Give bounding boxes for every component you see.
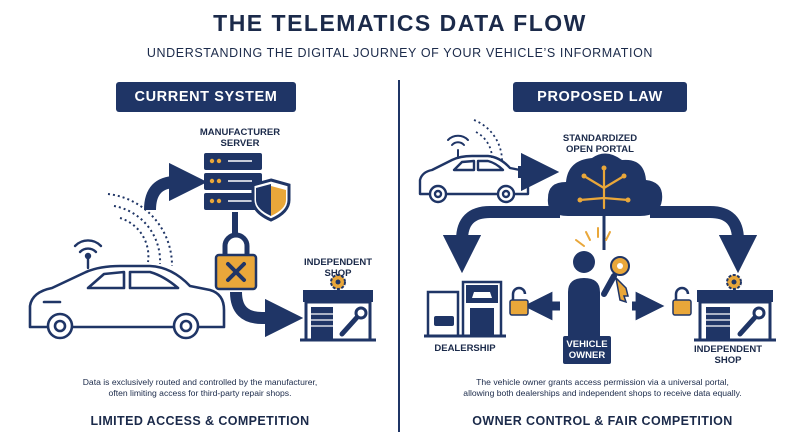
wrench-icon bbox=[339, 306, 368, 337]
manufacturer-label-line: MANUFACTURER bbox=[199, 127, 281, 138]
dealership-label: DEALERSHIP bbox=[434, 343, 496, 354]
right-footer: OWNER CONTROL & FAIR COMPETITION bbox=[472, 414, 733, 428]
car-icon bbox=[28, 264, 226, 340]
current-system-heading: CURRENT SYSTEM bbox=[116, 82, 296, 112]
left-shop-label-line1: INDEPENDENT bbox=[303, 257, 373, 268]
left-description-line2: often limiting access for third-party re… bbox=[108, 388, 292, 398]
key-icon bbox=[601, 256, 630, 304]
manufacturer-server-label: MANUFACTURER SERVER bbox=[180, 127, 300, 149]
owner-label-line1: VEHICLE bbox=[566, 339, 608, 350]
proposed-law-heading: PROPOSED LAW bbox=[513, 82, 687, 112]
page-title: THE TELEMATICS DATA FLOW bbox=[213, 10, 587, 36]
cloud-icon bbox=[547, 153, 663, 216]
left-description-line1: Data is exclusively routed and controlle… bbox=[82, 377, 318, 387]
section-divider bbox=[398, 80, 400, 432]
vehicle-owner-label: VEHICLE OWNER bbox=[563, 336, 611, 364]
arrow-icon bbox=[442, 206, 560, 274]
portal-label-line2: OPEN PORTAL bbox=[566, 144, 634, 155]
right-shop-label-line1: INDEPENDENT bbox=[693, 344, 763, 355]
right-shop-label-line2: SHOP bbox=[714, 355, 742, 366]
key-rays bbox=[575, 227, 611, 247]
unlock-icon bbox=[509, 286, 529, 316]
car-icon bbox=[418, 154, 530, 204]
shop-icon bbox=[300, 290, 376, 342]
wrench-icon bbox=[737, 306, 766, 337]
server-icon bbox=[204, 153, 262, 210]
dealership-icon bbox=[424, 280, 506, 338]
lock-icon bbox=[214, 232, 258, 291]
x-mark-icon bbox=[226, 262, 246, 282]
page-subtitle: UNDERSTANDING THE DIGITAL JOURNEY OF YOU… bbox=[146, 46, 654, 60]
wifi-signal-icon bbox=[73, 239, 103, 270]
signal-waves bbox=[473, 119, 503, 163]
right-description-line2: allowing both dealerships and independen… bbox=[463, 388, 742, 398]
unlock-icon bbox=[672, 286, 692, 316]
right-description-line1: The vehicle owner grants access permissi… bbox=[476, 377, 729, 387]
wifi-signal-icon bbox=[447, 134, 469, 159]
right-shop-label: INDEPENDENT SHOP bbox=[680, 344, 776, 366]
owner-label-line2: OWNER bbox=[568, 350, 606, 361]
right-description: The vehicle owner grants access permissi… bbox=[415, 377, 790, 399]
gear-icon bbox=[726, 274, 742, 290]
arrow-icon bbox=[230, 291, 304, 338]
server-label-line: SERVER bbox=[220, 138, 260, 149]
signal-waves bbox=[107, 193, 174, 267]
person-icon bbox=[568, 251, 600, 336]
shop-icon bbox=[694, 290, 776, 342]
gear-icon bbox=[330, 274, 346, 290]
shield-icon bbox=[251, 178, 291, 222]
left-shop-label: INDEPENDENT SHOP bbox=[290, 257, 386, 279]
left-footer: LIMITED ACCESS & COMPETITION bbox=[90, 414, 310, 428]
portal-label-line1: STANDARDIZED bbox=[562, 133, 638, 144]
open-portal-label: STANDARDIZED OPEN PORTAL bbox=[545, 133, 655, 155]
left-shop-label-line2: SHOP bbox=[324, 268, 352, 279]
arrow-icon bbox=[144, 162, 208, 211]
left-description: Data is exclusively routed and controlle… bbox=[20, 377, 380, 399]
arrow-icon bbox=[650, 206, 758, 274]
